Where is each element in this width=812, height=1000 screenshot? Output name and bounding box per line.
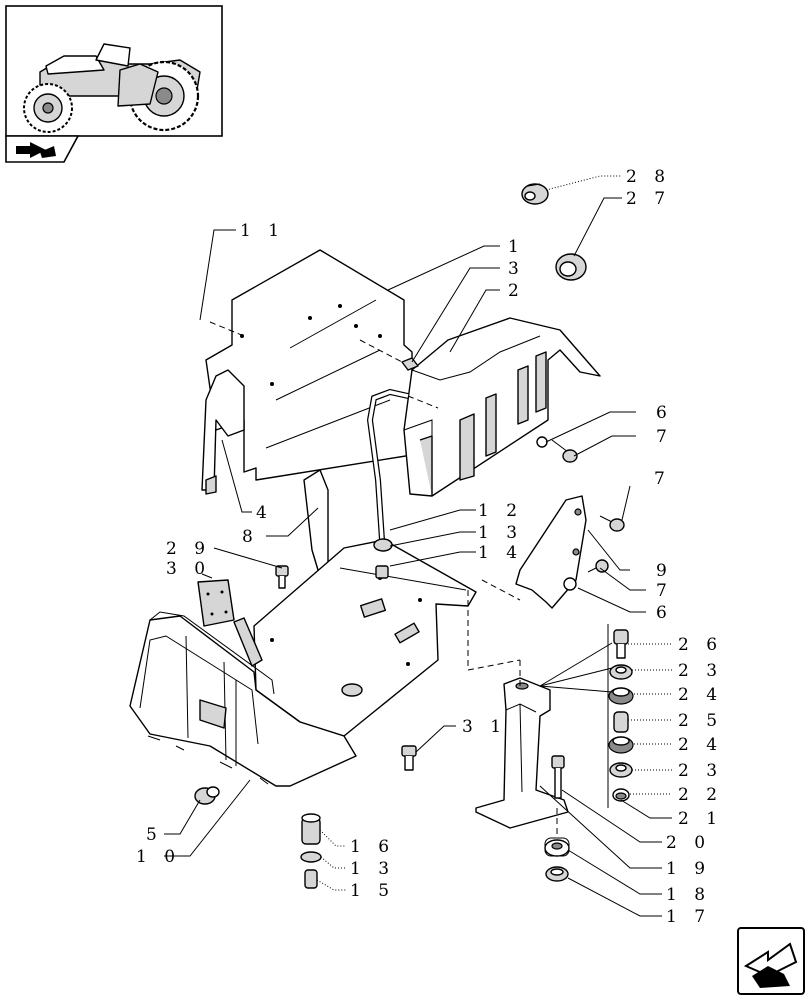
callout-7-upper: 7 xyxy=(656,427,673,447)
callout-22: 2 2 xyxy=(678,785,723,805)
bar-part xyxy=(233,617,263,667)
bolt-7-lower xyxy=(563,559,609,591)
callout-8: 8 xyxy=(242,527,259,547)
callout-3: 3 xyxy=(508,259,525,279)
platform-floor xyxy=(253,539,477,740)
callout-29: 2 9 xyxy=(166,539,211,559)
callout-14: 1 4 xyxy=(478,543,523,563)
nut-14 xyxy=(375,565,389,579)
left-side-panel xyxy=(205,249,413,481)
right-stack xyxy=(608,629,634,802)
callout-9: 9 xyxy=(656,561,673,581)
callout-2: 2 xyxy=(508,281,525,301)
callout-28: 2 8 xyxy=(626,167,671,187)
callout-18: 1 8 xyxy=(666,885,711,905)
callout-16: 1 6 xyxy=(350,837,395,857)
callout-27: 2 7 xyxy=(626,189,671,209)
washer-13 xyxy=(373,538,393,552)
bracket-9 xyxy=(515,495,587,609)
bolt-20 xyxy=(551,755,565,799)
callout-5: 5 xyxy=(146,825,163,845)
bolt-29 xyxy=(275,565,289,589)
grommet-part xyxy=(555,253,587,281)
callout-19: 1 9 xyxy=(666,859,711,879)
callout-15: 1 5 xyxy=(350,881,395,901)
next-page-arrow-icon[interactable] xyxy=(737,927,805,995)
callout-10: 1 0 xyxy=(136,847,181,867)
right-side-panel xyxy=(403,317,601,497)
cap-part xyxy=(521,183,549,205)
callout-23-lower: 2 3 xyxy=(678,761,723,781)
plate-30 xyxy=(197,579,235,627)
mount-17 xyxy=(545,866,569,882)
callout-13-upper: 1 3 xyxy=(478,523,523,543)
bolt-7-upper xyxy=(536,436,578,463)
callout-13-lower: 1 3 xyxy=(350,859,395,879)
bolt-31 xyxy=(401,745,417,771)
support-post xyxy=(475,677,569,829)
mount-18 xyxy=(544,837,570,857)
callout-25: 2 5 xyxy=(678,711,723,731)
callout-1: 1 xyxy=(508,237,525,257)
leader-lines xyxy=(164,175,672,917)
callout-24-upper: 2 4 xyxy=(678,685,723,705)
tractor-thumbnail-icon[interactable] xyxy=(5,5,223,137)
book-section-icon[interactable] xyxy=(5,135,80,163)
callout-21: 2 1 xyxy=(678,809,723,829)
callout-24-lower: 2 4 xyxy=(678,735,723,755)
bolt-15 xyxy=(304,869,318,889)
callout-6-upper: 6 xyxy=(656,403,673,423)
callout-labels: 2 8 2 7 1 1 1 3 2 6 7 7 4 8 1 2 1 3 1 4 … xyxy=(136,167,723,927)
callout-7-right: 7 xyxy=(654,469,671,489)
callout-11: 1 1 xyxy=(240,221,285,241)
callout-17: 1 7 xyxy=(666,907,711,927)
callout-20: 2 0 xyxy=(666,833,711,853)
callout-23-upper: 2 3 xyxy=(678,661,723,681)
callout-26: 2 6 xyxy=(678,635,723,655)
callout-30: 3 0 xyxy=(166,559,211,579)
callout-12: 1 2 xyxy=(478,501,523,521)
front-frame xyxy=(129,611,357,787)
washer-13-lower xyxy=(300,851,322,863)
spacer-16 xyxy=(301,813,321,845)
callout-7-lower: 7 xyxy=(656,581,673,601)
bolt-7-right xyxy=(599,515,625,532)
callout-4: 4 xyxy=(256,503,273,523)
retainer-clip xyxy=(401,357,419,371)
callout-31: 3 1 xyxy=(462,717,507,737)
callout-6-lower: 6 xyxy=(656,603,673,623)
bracket-4 xyxy=(201,369,245,495)
